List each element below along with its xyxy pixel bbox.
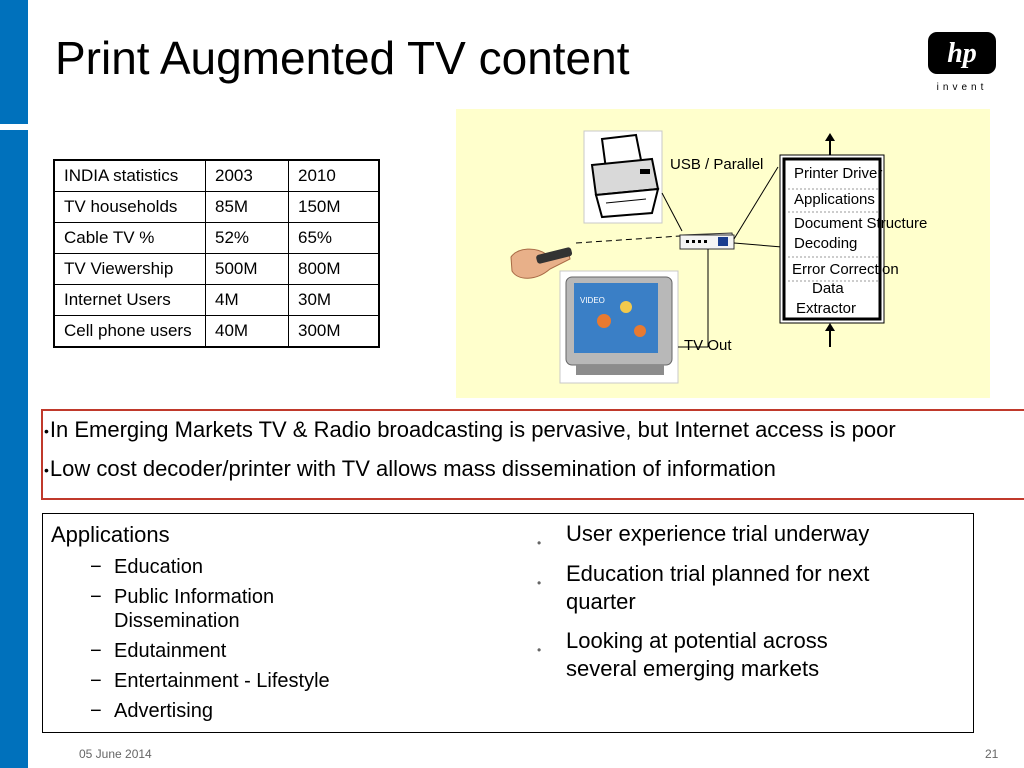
system-diagram: VIDEO USB / Parallel TV Out Printe (456, 109, 990, 398)
table-cell: 2003 (205, 159, 289, 192)
table-cell: TV Viewership (53, 253, 206, 285)
table-row: Cell phone users 40M 300M (53, 315, 380, 348)
applications-heading: Applications (51, 522, 170, 547)
table-row: TV households 85M 150M (53, 191, 380, 223)
highlight-text: In Emerging Markets TV & Radio broadcast… (49, 417, 896, 442)
dash-icon: − (90, 586, 102, 608)
bullet-icon: • (44, 423, 49, 440)
table-cell: 2010 (288, 159, 380, 192)
table-row: INDIA statistics 2003 2010 (53, 159, 380, 192)
table-cell: 85M (205, 191, 289, 223)
table-cell: 500M (205, 253, 289, 285)
dash-icon: − (90, 640, 102, 662)
hp-logo-icon: hp invent (928, 30, 998, 93)
box-item-extractor: Extractor (796, 300, 857, 317)
dash-icon: − (90, 700, 102, 722)
status-point: •Looking at potential across several eme… (537, 628, 828, 681)
tv-screen-text: VIDEO (580, 296, 605, 305)
hp-tagline: invent (937, 82, 988, 92)
left-accent-bar (0, 0, 28, 768)
list-item: −Entertainment - Lifestyle (90, 670, 330, 692)
box-item-applications: Applications (794, 191, 875, 208)
bullet-icon: • (44, 462, 49, 479)
bullet-icon: • (537, 643, 542, 657)
footer-date: 05 June 2014 (79, 747, 152, 761)
box-item-error-correction: Error Correction (792, 261, 899, 278)
tv-icon: VIDEO (559, 270, 679, 384)
box-item-data: Data (812, 280, 844, 297)
svg-text:hp: hp (947, 38, 977, 69)
status-point: •Education trial planned for next quarte… (537, 561, 870, 614)
left-accent-gap (0, 124, 28, 130)
table-cell: 52% (205, 222, 289, 254)
slide-title: Print Augmented TV content (55, 32, 630, 84)
page-number: 21 (985, 747, 999, 761)
table-cell: INDIA statistics (53, 159, 206, 192)
table-row: Cable TV % 52% 65% (53, 222, 380, 254)
table-cell: 30M (288, 284, 380, 316)
india-statistics-table: INDIA statistics 2003 2010 TV households… (53, 159, 380, 348)
printer-icon (583, 130, 663, 224)
highlight-box (41, 409, 1024, 500)
box-item-printer-driver: Printer Driver (794, 165, 883, 182)
highlight-line-2: •Low cost decoder/printer with TV allows… (44, 455, 776, 484)
list-item: −Advertising (90, 700, 213, 722)
list-item: −Edutainment (90, 640, 227, 662)
highlight-line-1: •In Emerging Markets TV & Radio broadcas… (44, 416, 1022, 445)
highlight-text: Low cost decoder/printer with TV allows … (49, 456, 776, 481)
decoder-box-icon (679, 232, 735, 250)
list-item: −Public Information Dissemination (90, 586, 275, 632)
list-item: −Education (90, 556, 203, 578)
box-item-document-structure: Document Structure (794, 215, 928, 232)
box-item-decoding: Decoding (794, 235, 858, 252)
table-row: TV Viewership 500M 800M (53, 253, 380, 285)
remote-hand-icon (510, 247, 573, 279)
table-cell: 150M (288, 191, 380, 223)
tv-out-label: TV Out (684, 337, 732, 354)
usb-parallel-label: USB / Parallel (670, 156, 764, 173)
bullet-icon: • (537, 576, 542, 590)
table-cell: 4M (205, 284, 289, 316)
table-cell: Cell phone users (53, 315, 206, 348)
table-row: Internet Users 4M 30M (53, 284, 380, 316)
table-cell: Cable TV % (53, 222, 206, 254)
table-cell: TV households (53, 191, 206, 223)
table-cell: 300M (288, 315, 380, 348)
table-cell: Internet Users (53, 284, 206, 316)
table-cell: 800M (288, 253, 380, 285)
status-point: •User experience trial underway (537, 520, 937, 550)
dash-icon: − (90, 670, 102, 692)
table-cell: 65% (288, 222, 380, 254)
bullet-icon: • (537, 536, 542, 550)
applications-panel (42, 513, 974, 733)
dash-icon: − (90, 556, 102, 578)
table-cell: 40M (205, 315, 289, 348)
